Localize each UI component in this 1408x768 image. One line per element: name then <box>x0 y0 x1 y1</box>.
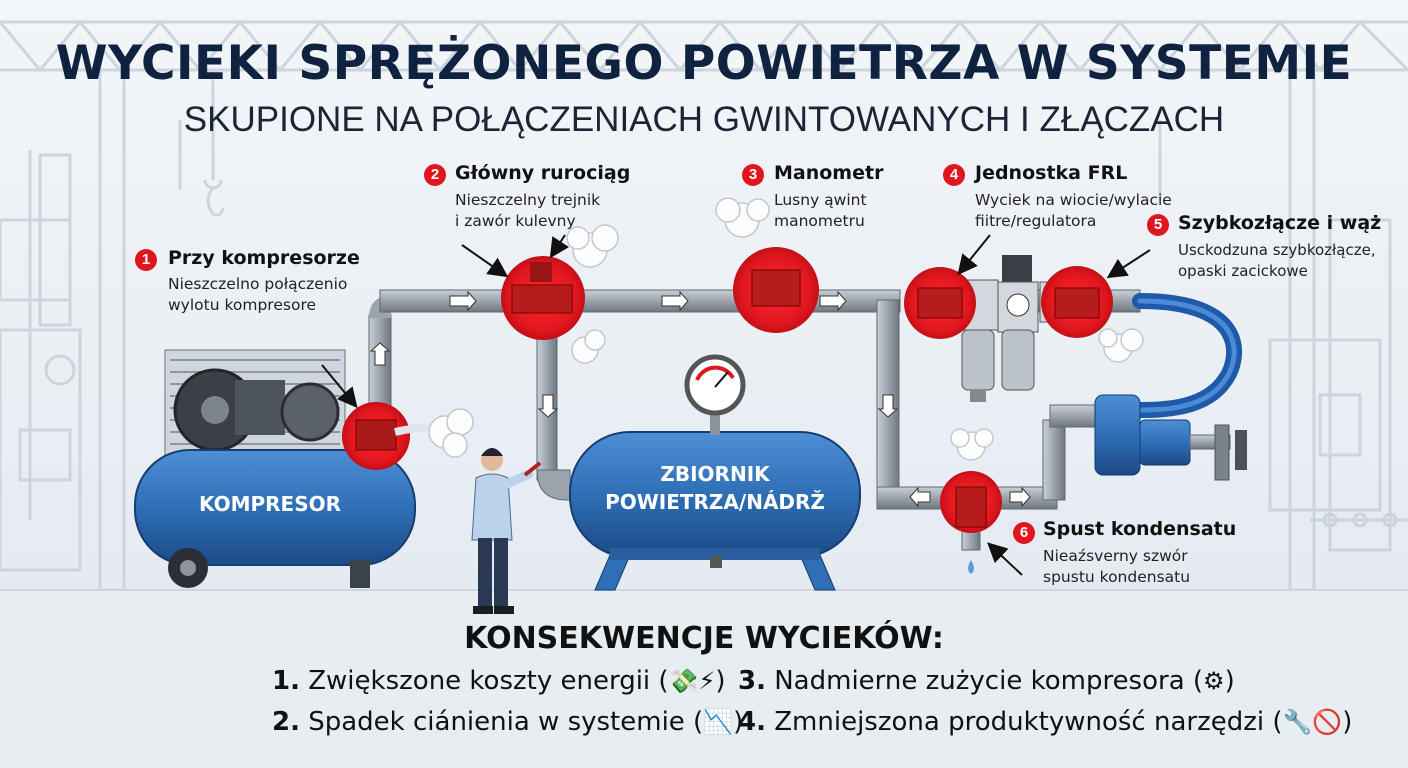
leak-title-5: Szybkozłącze i wąż <box>1178 212 1382 234</box>
leak-badge-2: 2 <box>424 164 446 186</box>
leak-title-3: Manometr <box>774 162 884 184</box>
leak-title-2: Główny rurociąg <box>455 162 631 184</box>
flow-arrows <box>369 290 1031 508</box>
compressor-label: KOMPRESOR <box>198 492 342 516</box>
consequence-item-3: 3. Nadmierne zużycie kompresora (⚙) <box>738 666 1235 696</box>
background-factory <box>0 19 1408 592</box>
pneumatic-tool <box>1094 394 1247 481</box>
callout-arrows <box>321 234 1151 576</box>
leak-desc-4: Wyciek na wiocie/wylacie fiitre/regulato… <box>975 191 1172 230</box>
floor <box>0 590 1408 768</box>
leak-desc-3: Lusny ąwint manometru <box>774 191 867 230</box>
leak-badge-4: 4 <box>943 164 965 186</box>
consequence-item-4: 4. Zmniejszona produktywność narzędzi (🔧… <box>738 707 1353 737</box>
consequence-item-1: 1. Zwiększone koszty energii (💸⚡) <box>272 666 726 696</box>
leak-title-6: Spust kondensatu <box>1043 518 1237 540</box>
leak-desc-2: Nieszczelny trejnik i zawór kulevny <box>455 191 601 230</box>
air-tank <box>569 354 861 591</box>
page-subtitle: SKUPIONE NA POŁĄCZENIACH GWINTOWANYCH I … <box>183 100 1225 139</box>
air-puffs <box>394 197 1144 461</box>
technician <box>471 448 542 614</box>
leak-badge-5: 5 <box>1147 214 1169 236</box>
consequences-title: KONSEKWENCJE WYCIEKÓW: <box>464 621 944 656</box>
air-hose <box>1132 293 1242 418</box>
wrench-prohibited-icon: 🔧🚫 <box>1282 708 1343 736</box>
leak-badge-1: 1 <box>135 249 157 271</box>
leak-zones <box>342 247 1113 574</box>
leak-desc-6: Nieaźsverny szwór spustu kondensatu <box>1043 547 1191 586</box>
tank-label: ZBIORNIK POWIETRZA/NÁDRŽ <box>605 462 825 514</box>
leak-badge-3: 3 <box>742 164 764 186</box>
leak-desc-1: Nieszczelno połączenio wylotu kompresore <box>168 275 348 314</box>
leak-desc-5: Usckodzuna szybkozłącze, opaski zacickow… <box>1178 241 1376 280</box>
compressor <box>134 349 416 588</box>
leak-title-1: Przy kompresorze <box>168 247 360 269</box>
leak-badge-6: 6 <box>1013 522 1035 544</box>
consequence-item-2: 2. Spadek ciánienia w systemie (📉) <box>272 707 744 737</box>
page-title: WYCIEKI SPRĘŻONEGO POWIETRZA W SYSTEMIE <box>55 36 1353 91</box>
leak-title-4: Jednostka FRL <box>975 162 1128 184</box>
chart-decreasing-icon: 📉 <box>703 708 734 736</box>
gear-icon: ⚙ <box>1203 667 1225 695</box>
money-energy-icon: 💸⚡ <box>668 667 716 695</box>
